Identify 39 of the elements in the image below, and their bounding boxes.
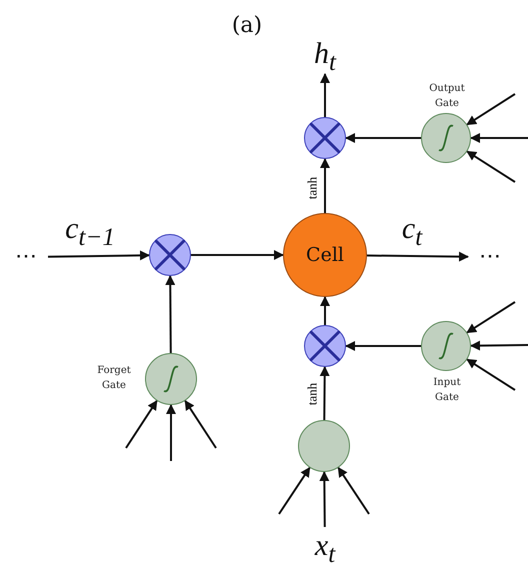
arrow bbox=[191, 250, 284, 260]
ellipsis: ⋯ bbox=[479, 246, 501, 268]
arrow bbox=[466, 93, 516, 126]
arrow bbox=[184, 400, 217, 449]
arrow bbox=[278, 466, 310, 515]
edge-label: c$_{t−1}$ bbox=[65, 214, 115, 250]
arrow bbox=[466, 358, 516, 391]
edge-label: c$_{t}$ bbox=[402, 214, 422, 250]
edge-label: tanh bbox=[306, 176, 318, 200]
gate-label: Output Gate bbox=[428, 82, 466, 110]
node-label: Cell bbox=[306, 244, 344, 266]
math-symbol: h$_{t}$ bbox=[314, 39, 336, 75]
input-node bbox=[298, 420, 350, 472]
arrow bbox=[320, 158, 330, 213]
arrow bbox=[470, 133, 528, 143]
arrow bbox=[320, 73, 330, 117]
gate-label: Forget Gate bbox=[96, 364, 132, 392]
arrow bbox=[366, 252, 469, 262]
arrow bbox=[125, 400, 158, 449]
arrow bbox=[345, 341, 421, 351]
arrow bbox=[345, 133, 421, 143]
arrow bbox=[319, 471, 330, 528]
panel-label: (a) bbox=[232, 15, 262, 37]
arrow bbox=[338, 466, 370, 515]
math-symbol: x$_{t}$ bbox=[314, 531, 336, 565]
gate-label: Input Gate bbox=[432, 376, 462, 404]
arrow bbox=[166, 404, 176, 461]
arrow bbox=[320, 296, 330, 325]
arrow bbox=[470, 340, 528, 351]
ellipsis: ⋯ bbox=[15, 246, 37, 268]
arrow bbox=[320, 366, 330, 420]
multiply-node bbox=[149, 234, 191, 276]
edge-label: tanh bbox=[306, 382, 318, 406]
multiply-node bbox=[304, 117, 346, 159]
arrow bbox=[165, 275, 176, 353]
arrow bbox=[466, 150, 516, 183]
arrow bbox=[48, 250, 150, 260]
multiply-node bbox=[304, 325, 346, 367]
arrow bbox=[466, 301, 516, 334]
